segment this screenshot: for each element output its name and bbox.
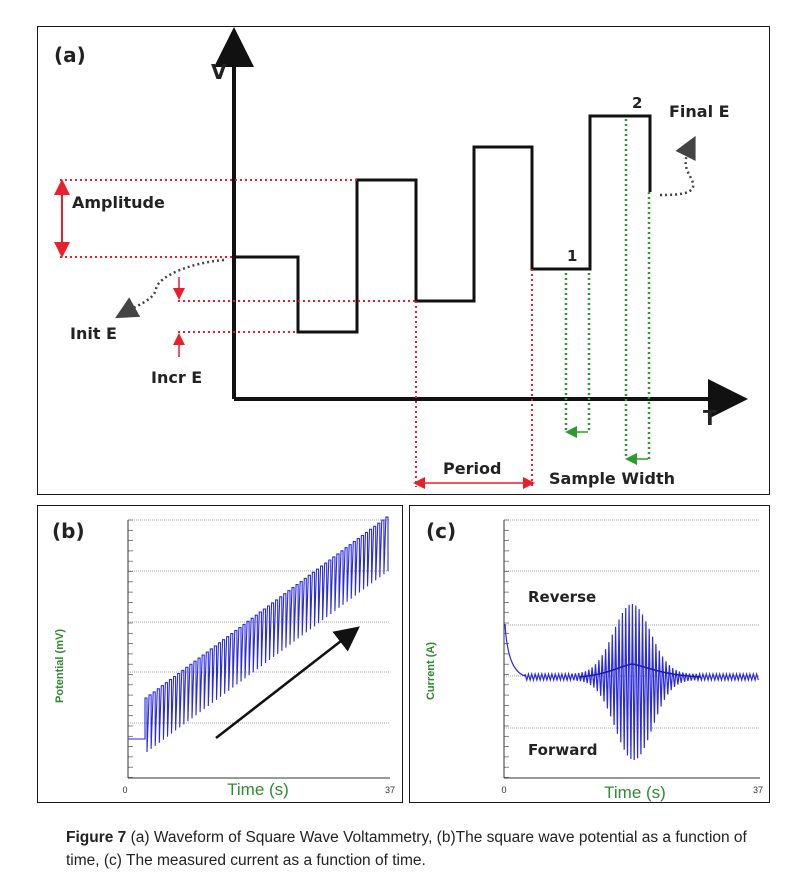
- axis-label-t: T: [703, 406, 717, 430]
- current-plot: (c) Reverse Forward 0 37 Time (s) Curren…: [425, 519, 763, 802]
- panel-c-current: (c) Reverse Forward 0 37 Time (s) Curren…: [409, 505, 770, 803]
- incr-e-label: Incr E: [151, 368, 202, 387]
- y-axis-label: Potential (mV): [54, 629, 66, 703]
- period-label: Period: [443, 459, 501, 478]
- y-axis-label: Current (A): [425, 642, 437, 700]
- x-axis-label: Time (s): [604, 783, 666, 802]
- reverse-label: Reverse: [528, 588, 596, 606]
- y-ticks: [504, 519, 509, 778]
- panel-b-potential: (b) 0 37 Time (s) Potential (mV): [37, 505, 403, 803]
- increase-arrow: [215, 626, 360, 739]
- init-e-pointer: [115, 258, 225, 319]
- waveform-diagram: (a) V T Amplitude Incr E Init E Period: [54, 27, 748, 489]
- caption-label: Figure 7: [66, 829, 127, 846]
- panel-b-tag: (b): [52, 519, 85, 543]
- x-min-tick: 0: [122, 785, 127, 795]
- forward-label: Forward: [528, 741, 597, 759]
- figure-caption: Figure 7 (a) Waveform of Square Wave Vol…: [66, 826, 766, 872]
- panel-a-tag: (a): [54, 43, 86, 67]
- red-guides: [60, 179, 533, 487]
- x-max-tick: 37: [385, 785, 395, 795]
- axis-label-v: V: [211, 60, 227, 84]
- square-waveform: [234, 114, 652, 334]
- marker-2: 2: [632, 94, 642, 112]
- potential-plot: (b) 0 37 Time (s) Potential (mV): [52, 516, 395, 799]
- x-min-tick: 0: [501, 785, 506, 795]
- sample-width-guides: [564, 119, 651, 459]
- current-response: [504, 603, 759, 761]
- amplitude-label: Amplitude: [72, 193, 165, 212]
- net-current-trace: [579, 663, 701, 678]
- final-e-pointer: [659, 135, 696, 197]
- x-axis-label: Time (s): [227, 780, 289, 799]
- final-e-label: Final E: [669, 102, 730, 121]
- current-trace: [504, 603, 759, 761]
- caption-text: (a) Waveform of Square Wave Voltammetry,…: [66, 829, 747, 869]
- sample-width-label: Sample Width: [549, 469, 675, 488]
- init-e-label: Init E: [70, 324, 117, 343]
- panel-a-waveform: (a) V T Amplitude Incr E Init E Period: [37, 26, 770, 495]
- potential-square-wave: [128, 516, 389, 753]
- marker-1: 1: [567, 247, 577, 265]
- x-max-tick: 37: [753, 785, 763, 795]
- panel-c-tag: (c): [426, 519, 456, 543]
- potential-trace: [128, 516, 389, 753]
